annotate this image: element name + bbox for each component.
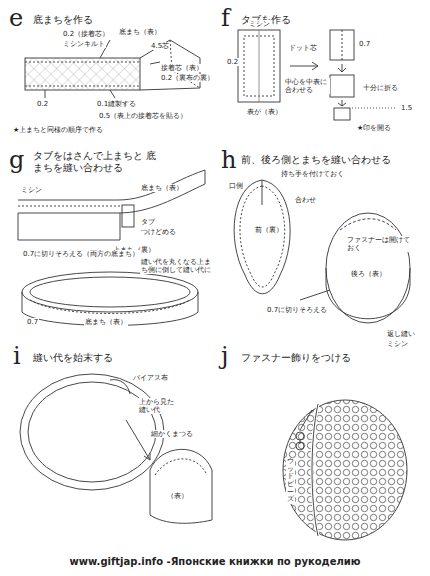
step-heading: 前、後ろ側とまちを縫い合わせる xyxy=(240,154,392,166)
sketch-line xyxy=(338,64,346,72)
sketch-line xyxy=(18,213,120,240)
sketch-line xyxy=(155,459,207,475)
sketch-line xyxy=(18,30,410,540)
watermark: www.giftjap.info -Японские книжки по рук… xyxy=(69,556,362,568)
annotation: 4.5芯 xyxy=(150,42,170,50)
annotation: 0.2（裏布の裏） xyxy=(160,74,215,82)
sketch-line xyxy=(122,205,134,227)
annotation: 0.2 xyxy=(36,100,49,108)
sketch-line xyxy=(25,62,140,63)
step-heading: 底まちを作る xyxy=(32,14,94,26)
sketch-line xyxy=(334,108,350,120)
annotation: ★上まちと同様の順序で作る xyxy=(12,126,104,134)
annotation: 0.7に切りそろえる xyxy=(266,306,328,314)
annotation: 底まち（表） xyxy=(118,28,162,36)
annotation: 返し縫い xyxy=(386,330,416,338)
sketch-line xyxy=(290,62,318,70)
annotation: ウッドビーズ xyxy=(286,458,295,504)
step-letter: g xyxy=(8,148,25,172)
step-heading: 縫い代を始末する xyxy=(32,352,114,364)
annotation: タブ xyxy=(140,218,156,226)
sketch-line xyxy=(45,90,46,98)
annotation: ファスナーは開けておく xyxy=(346,236,412,252)
sketch-line xyxy=(110,90,115,98)
sketch-line xyxy=(342,30,343,60)
annotation: ミシンキルト xyxy=(62,40,106,48)
annotation: 底まち（表） xyxy=(84,318,128,326)
annotation: 後ろ（表） xyxy=(350,270,387,278)
sketch-line xyxy=(326,268,410,319)
annotation: ★印を開る xyxy=(356,124,392,132)
annotation: 持ち手を付けておく xyxy=(280,170,345,178)
sketch-line xyxy=(312,404,318,536)
sketch-line xyxy=(283,400,407,540)
annotation: 上から見た縫い代 xyxy=(138,398,180,414)
sketch-line xyxy=(126,420,150,460)
annotation: ミシン xyxy=(386,340,409,348)
sketch-line xyxy=(150,449,212,523)
annotation: 接着芯（表） xyxy=(160,64,204,72)
sketch-line xyxy=(262,180,263,205)
sketch-line xyxy=(340,219,396,230)
annotation: ドット芯 xyxy=(288,44,318,52)
sketch-line xyxy=(234,180,290,294)
annotation: 0.7 xyxy=(358,40,371,48)
annotation: 0.1縫製する xyxy=(96,100,137,108)
sketch-line xyxy=(25,58,140,90)
annotation: つけどめる xyxy=(140,228,177,236)
sketch-line xyxy=(28,382,156,482)
sketch-line xyxy=(20,374,164,490)
sketch-line xyxy=(259,30,260,102)
sketch-line xyxy=(338,100,346,106)
sketch-line xyxy=(296,432,304,440)
sketch-line xyxy=(326,213,410,323)
step-letter: h xyxy=(220,148,237,172)
sketch-line xyxy=(18,170,205,200)
sketch-line xyxy=(300,410,312,430)
sketch-line xyxy=(300,290,330,300)
annotation: 十分に折る xyxy=(362,84,399,92)
annotation: 0.2 xyxy=(226,58,239,66)
sketch-line xyxy=(110,380,130,394)
annotation: 0.7 xyxy=(26,318,39,326)
sketch-line xyxy=(30,277,190,307)
annotation: 0.5（表上の接着芯を貼る） xyxy=(98,112,188,120)
sketch-line xyxy=(22,272,198,312)
sketch-line xyxy=(330,30,354,60)
sketch-line xyxy=(18,184,205,213)
sketch-line xyxy=(352,108,396,109)
step-letter: i xyxy=(12,344,22,368)
sketch-line xyxy=(18,206,120,207)
annotation: 表が（表） xyxy=(246,108,283,116)
step-letter: j xyxy=(220,344,229,368)
sketch-line xyxy=(25,86,140,87)
annotation: 口側 xyxy=(228,182,244,190)
annotation: バイアス布 xyxy=(132,374,169,382)
sketch-line xyxy=(330,75,354,97)
annotation: 底まち（表） xyxy=(140,184,184,192)
sketch-line xyxy=(30,300,190,314)
step-letter: f xyxy=(220,6,231,30)
annotation: 細かくまつる xyxy=(150,430,194,438)
step-heading: ファスナー飾りをつける xyxy=(240,352,352,364)
step-heading: タブをはさんで上まちと 底まちを縫い合わせる xyxy=(32,150,164,173)
annotation: 前（裏） xyxy=(254,226,284,234)
sketch-line xyxy=(238,30,280,102)
sketch-line xyxy=(205,170,206,184)
sketch-line xyxy=(312,404,318,536)
annotation: 中心を中表に合わせる xyxy=(284,78,330,94)
annotation: ミシン xyxy=(20,186,43,194)
sketch-line xyxy=(22,292,198,326)
annotation: 合わせ xyxy=(294,196,317,204)
annotation: 1.5 xyxy=(400,104,413,112)
annotation: （表） xyxy=(166,492,189,500)
annotation: ミシン xyxy=(248,20,271,28)
annotation: 0.7に切りそろえる（両方の底まち） xyxy=(22,250,140,258)
sketch-line xyxy=(150,62,160,64)
sketch-line xyxy=(300,440,301,444)
annotation: 縫い代を丸くなる上まち側に倒して縫い代に xyxy=(140,258,214,274)
annotation: 0.2（接着芯） xyxy=(62,30,110,38)
step-letter: e xyxy=(8,6,24,30)
